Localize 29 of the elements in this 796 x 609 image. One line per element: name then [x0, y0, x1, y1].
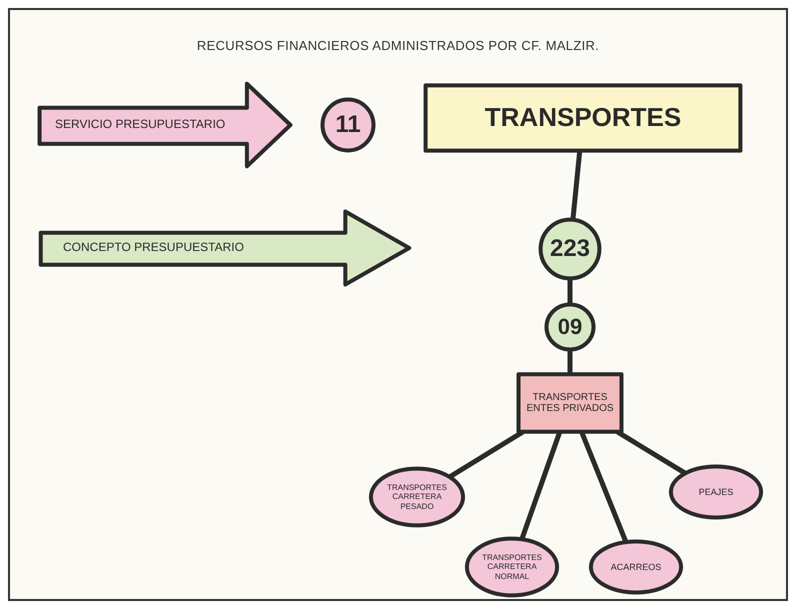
connector-line	[579, 431, 628, 543]
connector-line	[568, 279, 572, 304]
category-ellipse	[370, 468, 464, 526]
node-label: 11	[335, 111, 361, 139]
node-label: TRANSPORTES CARRETERA PESADO	[386, 483, 448, 511]
node-label: 09	[558, 314, 582, 340]
node-label: ACARREOS	[610, 562, 662, 572]
number-circle	[546, 304, 594, 350]
category-ellipse	[466, 538, 558, 596]
node-label: TRANSPORTES CARRETERA NORMAL	[481, 553, 543, 581]
number-circle	[322, 99, 374, 151]
connector-line	[520, 431, 562, 540]
node-label: TRANSPORTES ENTES PRIVADOS	[525, 392, 615, 414]
category-ellipse	[590, 541, 682, 593]
category-ellipse	[670, 466, 762, 518]
node-label: 223	[550, 235, 590, 263]
number-circle	[540, 219, 600, 279]
label-box	[424, 85, 742, 151]
connector-line	[570, 150, 582, 220]
node-label: TRANSPORTES	[484, 103, 682, 133]
connector-line	[568, 350, 572, 374]
connector-line	[616, 430, 686, 476]
node-label: CONCEPTO PRESUPUESTARIO	[62, 241, 244, 255]
label-box	[518, 374, 622, 432]
diagram-title: RECURSOS FINANCIEROS ADMINISTRADOS POR CF. MALZIR.	[196, 38, 600, 53]
block-arrow	[37, 82, 293, 168]
block-arrow	[37, 210, 413, 286]
node-label: PEAJES	[698, 486, 734, 498]
node-label: SERVICIO PRESUPUESTARIO	[54, 118, 226, 132]
